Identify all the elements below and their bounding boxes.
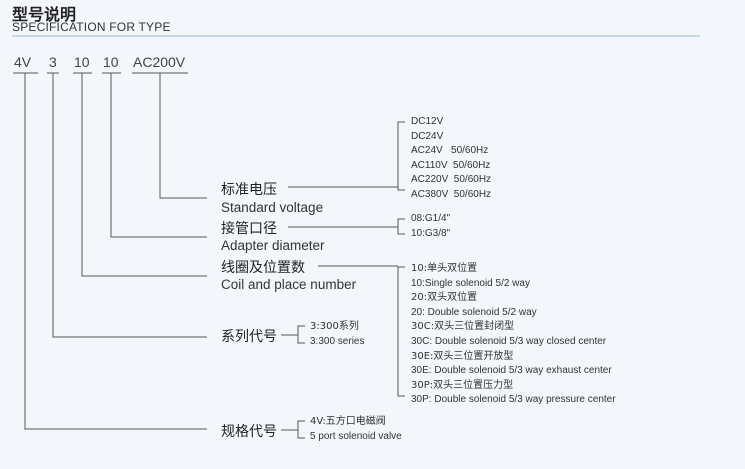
series-option: 3:300 series xyxy=(310,335,365,347)
voltage-label-en: Standard voltage xyxy=(221,200,324,215)
voltage-label-cn: 标准电压 xyxy=(221,182,277,198)
coil-options: 10:单头双位置 10:Single solenoid 5/2 way 20:双… xyxy=(411,262,616,408)
connector-voltage xyxy=(159,73,207,199)
series-label-cn: 系列代号 xyxy=(221,329,277,345)
connector-spec xyxy=(24,73,207,430)
coil-option: 30C:双头三位置封闭型 xyxy=(411,321,515,333)
series-option: 3:300系列 xyxy=(310,321,359,332)
bracket-spec xyxy=(297,420,305,439)
coil-option: 20:双头双位置 xyxy=(411,292,478,304)
coil-label-en: Coil and place number xyxy=(221,277,357,292)
spec-option: 4V:五方口电磁阀 xyxy=(310,416,386,427)
adapter-options: 08:G1/4" 10:G3/8" xyxy=(411,212,450,241)
coil-option: 30E: Double solenoid 5/3 way exhaust cen… xyxy=(411,365,612,377)
adapter-label-cn: 接管口径 xyxy=(221,221,277,237)
connector-coil xyxy=(81,73,207,277)
coil-option: 30P:双头三位置压力型 xyxy=(411,379,514,391)
bracket-series xyxy=(297,325,305,344)
coil-option: 20: Double solenoid 5/2 way xyxy=(411,306,537,318)
coil-option: 30C: Double solenoid 5/3 way closed cent… xyxy=(411,335,607,347)
spec-option: 5 port solenoid valve xyxy=(310,430,402,442)
code-part-coil: 10 xyxy=(74,54,90,70)
adapter-label-en: Adapter diameter xyxy=(221,238,325,253)
series-options: 3:300系列 3:300 series xyxy=(310,320,364,349)
voltage-option: AC110V 50/60Hz xyxy=(411,159,491,171)
spec-label-cn: 规格代号 xyxy=(221,424,277,440)
bracket-adapter xyxy=(397,218,405,235)
coil-option: 30P: Double solenoid 5/3 way pressure ce… xyxy=(411,394,616,406)
coil-option: 30E:双头三位置开放型 xyxy=(411,350,514,362)
voltage-options: DC12V DC24V AC24V 50/60Hz AC110V 50/60Hz… xyxy=(411,115,491,203)
coil-option: 10:Single solenoid 5/2 way xyxy=(411,277,530,289)
voltage-option: DC24V xyxy=(411,130,444,142)
adapter-option: 10:G3/8" xyxy=(411,227,451,239)
connector-adapter xyxy=(110,73,207,238)
spec-options: 4V:五方口电磁阀 5 port solenoid valve xyxy=(310,415,402,444)
page-title-cn: 型号说明 xyxy=(12,5,77,24)
bracket-coil xyxy=(397,266,405,397)
voltage-option: AC24V 50/60Hz xyxy=(411,145,489,157)
code-part-voltage: AC200V xyxy=(133,54,186,70)
coil-option: 10:单头双位置 xyxy=(411,263,478,274)
voltage-option: DC12V xyxy=(411,116,444,127)
page-title-en: SPECIFICATION FOR TYPE xyxy=(12,20,171,34)
code-part-series: 3 xyxy=(49,54,57,70)
coil-label-cn: 线圈及位置数 xyxy=(221,260,305,276)
voltage-option: AC220V 50/60Hz xyxy=(411,174,492,186)
adapter-option: 08:G1/4" xyxy=(411,213,451,224)
connector-series xyxy=(52,73,207,338)
code-part-spec: 4V xyxy=(14,54,32,70)
voltage-option: AC380V 50/60Hz xyxy=(411,188,492,200)
code-part-adapter: 10 xyxy=(103,54,119,70)
bracket-voltage xyxy=(397,121,405,191)
